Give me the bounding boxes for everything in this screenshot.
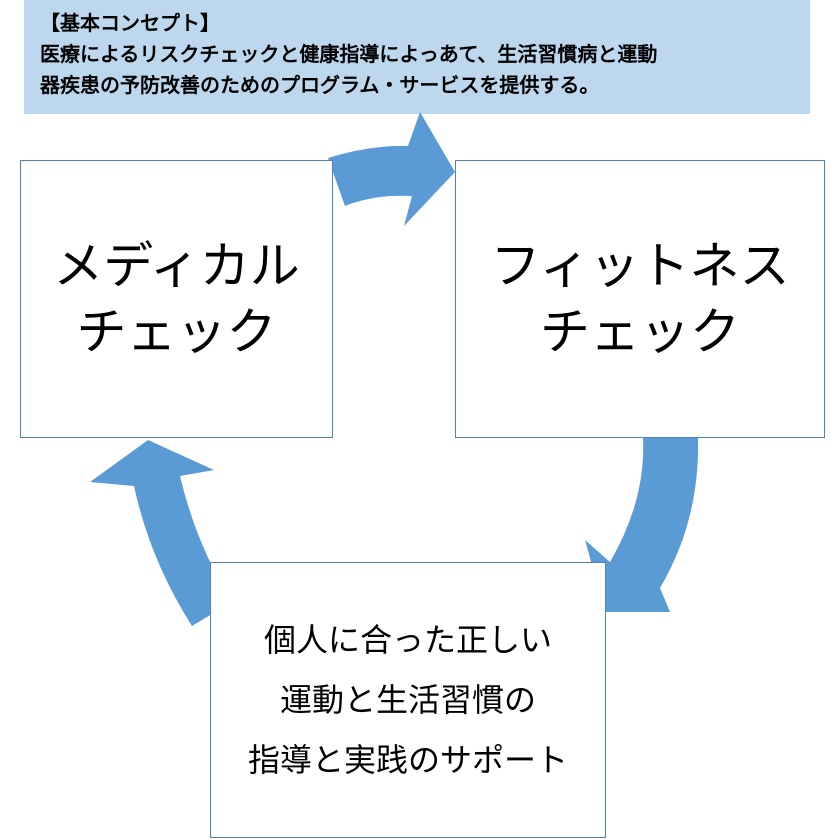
concept-banner: 【基本コンセプト】 医療によるリスクチェックと健康指導によっあて、生活習慣病と運… <box>24 0 810 114</box>
support-line-2: 運動と生活習慣の <box>279 681 536 719</box>
arrow-fitness-to-support <box>585 438 699 612</box>
arrow-medical-to-fitness <box>328 112 455 226</box>
fitness-check-box: フィットネス チェック <box>455 160 825 438</box>
concept-line-2: 器疾患の予防改善のためのプログラム・サービスを提供する。 <box>40 73 600 97</box>
fitness-check-line-1: フィットネス <box>490 237 790 295</box>
concept-heading: 【基本コンセプト】 <box>40 11 220 35</box>
medical-check-line-1: メディカル <box>53 237 300 295</box>
concept-line-1: 医療によるリスクチェックと健康指導によっあて、生活習慣病と運動 <box>40 42 658 66</box>
arrow-support-to-medical <box>90 440 232 626</box>
medical-check-line-2: チェック <box>76 303 277 361</box>
support-line-1: 個人に合った正しい <box>263 621 552 659</box>
support-box: 個人に合った正しい 運動と生活習慣の 指導と実践のサポート <box>210 562 606 838</box>
fitness-check-line-2: チェック <box>540 303 740 361</box>
medical-check-box: メディカル チェック <box>20 160 333 438</box>
support-line-3: 指導と実践のサポート <box>247 741 568 779</box>
